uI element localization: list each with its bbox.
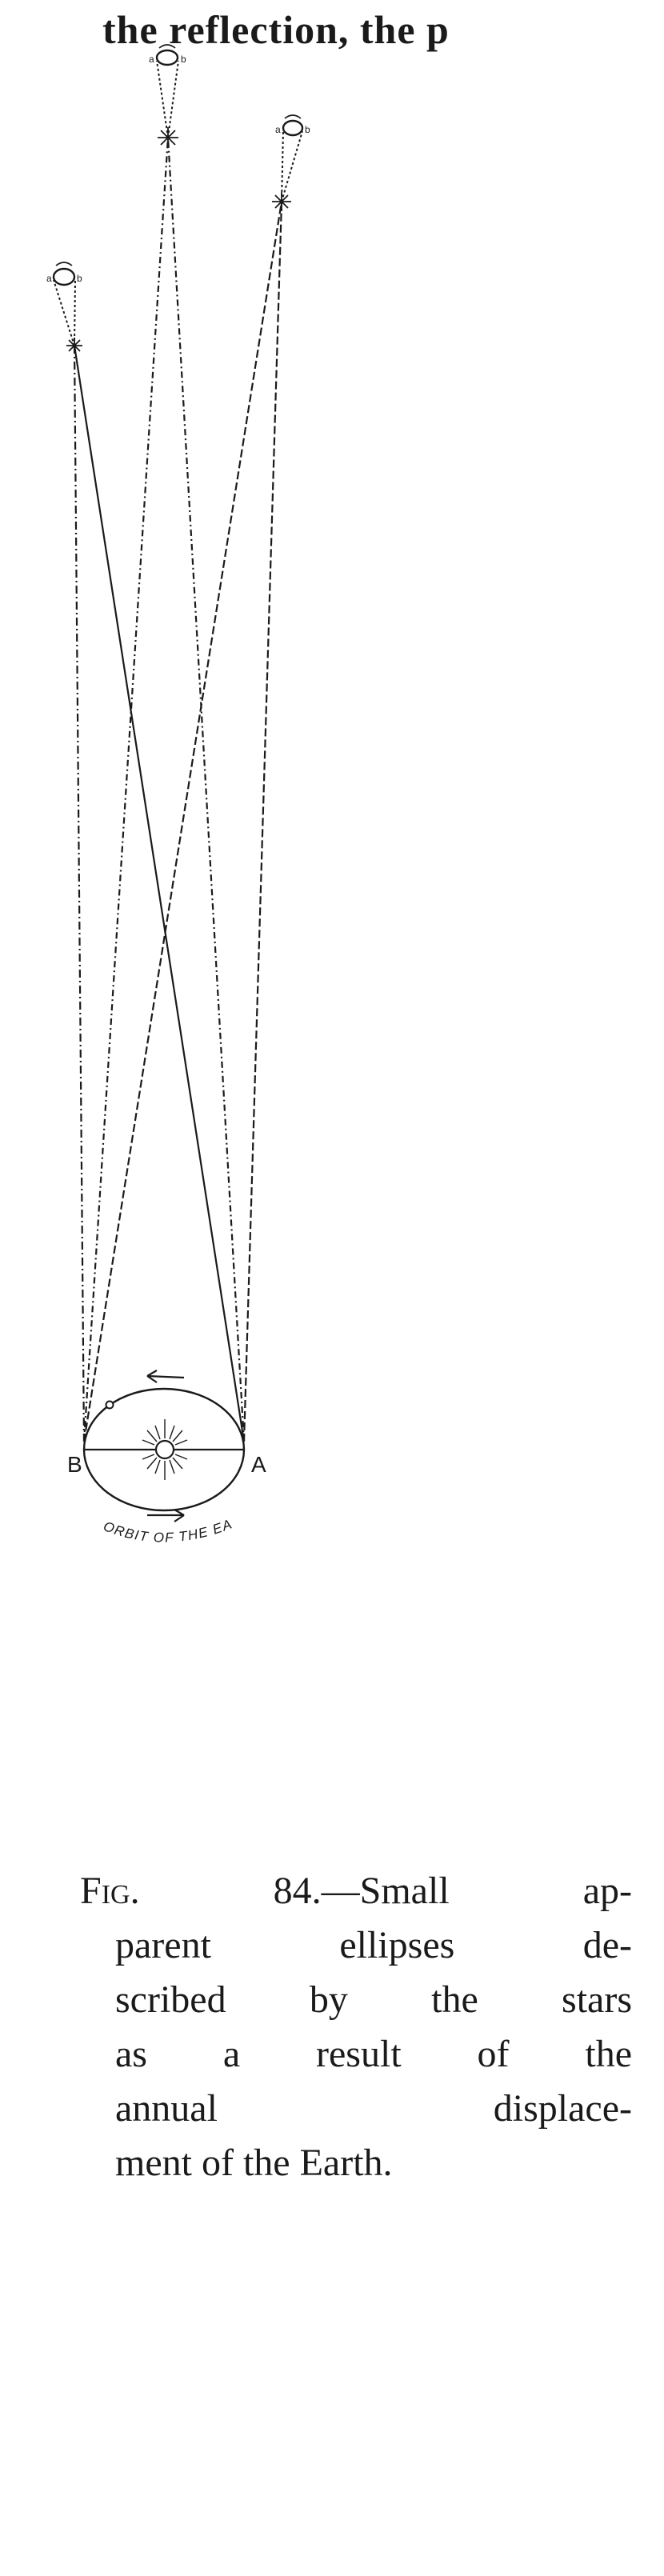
caption-line-4: as a result of the — [115, 2033, 632, 2075]
sight-line-a-right-star — [242, 201, 283, 1442]
sight-line-b-left-star — [73, 345, 86, 1442]
star-bursts — [66, 127, 291, 354]
caption-line-5: annual displace- — [115, 2087, 632, 2130]
caption-text-1: —Small ap- — [321, 1870, 632, 1912]
earth-marker — [105, 1400, 114, 1410]
apparent-ellipse-top — [155, 49, 179, 66]
apparent-ellipse-right — [282, 119, 304, 137]
ellipse-right-letter-a: a — [275, 124, 281, 135]
ellipse-left-letter-b: b — [77, 273, 82, 284]
orbit-direction-arrows — [146, 1370, 185, 1522]
orbit-label: ORBIT OF THE EARTH — [0, 0, 235, 1546]
sun-icon — [141, 1419, 189, 1480]
arrow-right-icon — [147, 1509, 185, 1522]
ellipse-top-letter-a: a — [149, 54, 154, 65]
point-label-b: B — [67, 1452, 82, 1477]
projection-lines — [53, 60, 303, 346]
ellipse-right-letter-b: b — [305, 124, 310, 135]
sight-line-a-left-star — [73, 345, 246, 1442]
sight-line-a-top-star — [166, 137, 246, 1442]
sight-line-b-top-star — [82, 137, 170, 1442]
caption-line-6: ment of the Earth. — [115, 2142, 393, 2184]
ellipse-left-letter-a: a — [46, 273, 52, 284]
apparent-ellipses — [52, 44, 304, 286]
figure-caption: Fig. 84.—Small ap- parent ellipses de- s… — [80, 1864, 632, 2190]
arrow-left-icon — [146, 1370, 185, 1383]
sight-lines — [73, 137, 283, 1442]
point-label-a: A — [251, 1452, 266, 1477]
star-left — [66, 338, 82, 354]
running-header-text: the reflection, the p — [102, 7, 450, 52]
caption-line-1: Fig. 84.—Small ap- — [80, 1864, 632, 1918]
apparent-ellipse-left — [52, 267, 76, 286]
caption-line-3: scribed by the stars — [115, 1978, 632, 2021]
figure-number-label: Fig. 84. — [80, 1870, 322, 1912]
orbit-label-text: ORBIT OF THE EARTH — [0, 0, 234, 1546]
star-right — [272, 192, 291, 211]
caption-line-2: parent ellipses de- — [115, 1924, 632, 1966]
sight-line-b-right-star — [82, 201, 283, 1442]
star-top — [158, 127, 178, 148]
stellar-parallax-figure: B A a b a b a b ORBIT OF THE EARTH — [0, 0, 310, 1546]
ellipse-top-letter-b: b — [181, 54, 186, 65]
